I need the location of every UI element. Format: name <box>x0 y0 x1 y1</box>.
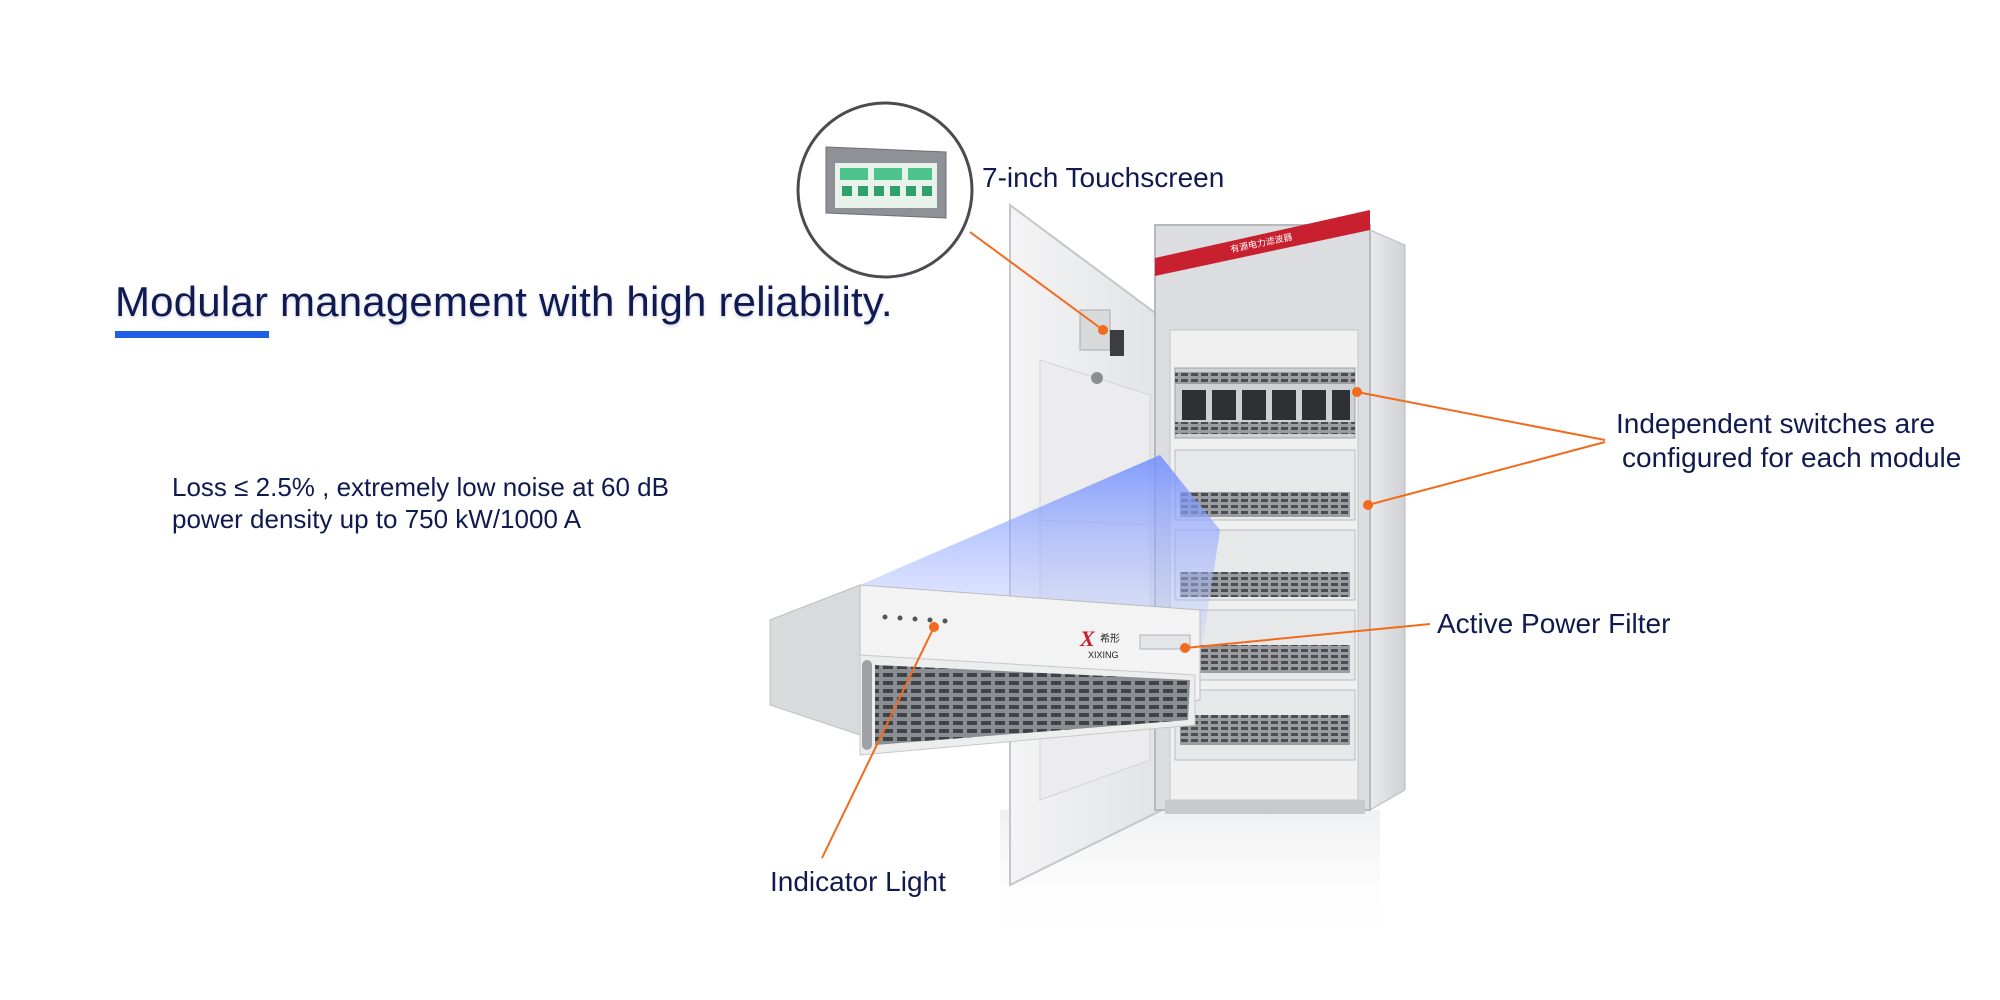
headline-underline <box>115 331 269 338</box>
brand-mark: X <box>1079 626 1096 651</box>
zoomed-module: X XIXING 希形 <box>769 584 1201 756</box>
touchscreen-zoom <box>796 101 974 279</box>
switch-row <box>1182 390 1350 420</box>
callout-active-power-filter: Active Power Filter <box>1437 608 1671 639</box>
indicator-lights <box>882 614 948 624</box>
page-headline: Modular management with high reliability… <box>115 278 893 325</box>
brand-logo-text: XIXING <box>1088 650 1119 660</box>
callout-lines <box>821 231 1606 859</box>
spec-line-loss: Loss ≤ 2.5% , extremely low noise at 60 … <box>172 472 669 502</box>
callout-switches-line2: configured for each module <box>1622 442 1962 473</box>
brand-logo-cn: 希形 <box>1100 632 1120 645</box>
callout-touchscreen: 7-inch Touchscreen <box>982 162 1225 193</box>
callout-switches-line1: Independent switches are <box>1616 408 1936 439</box>
spec-line-density: power density up to 750 kW/1000 A <box>172 504 582 534</box>
callout-indicator-light: Indicator Light <box>770 866 946 897</box>
